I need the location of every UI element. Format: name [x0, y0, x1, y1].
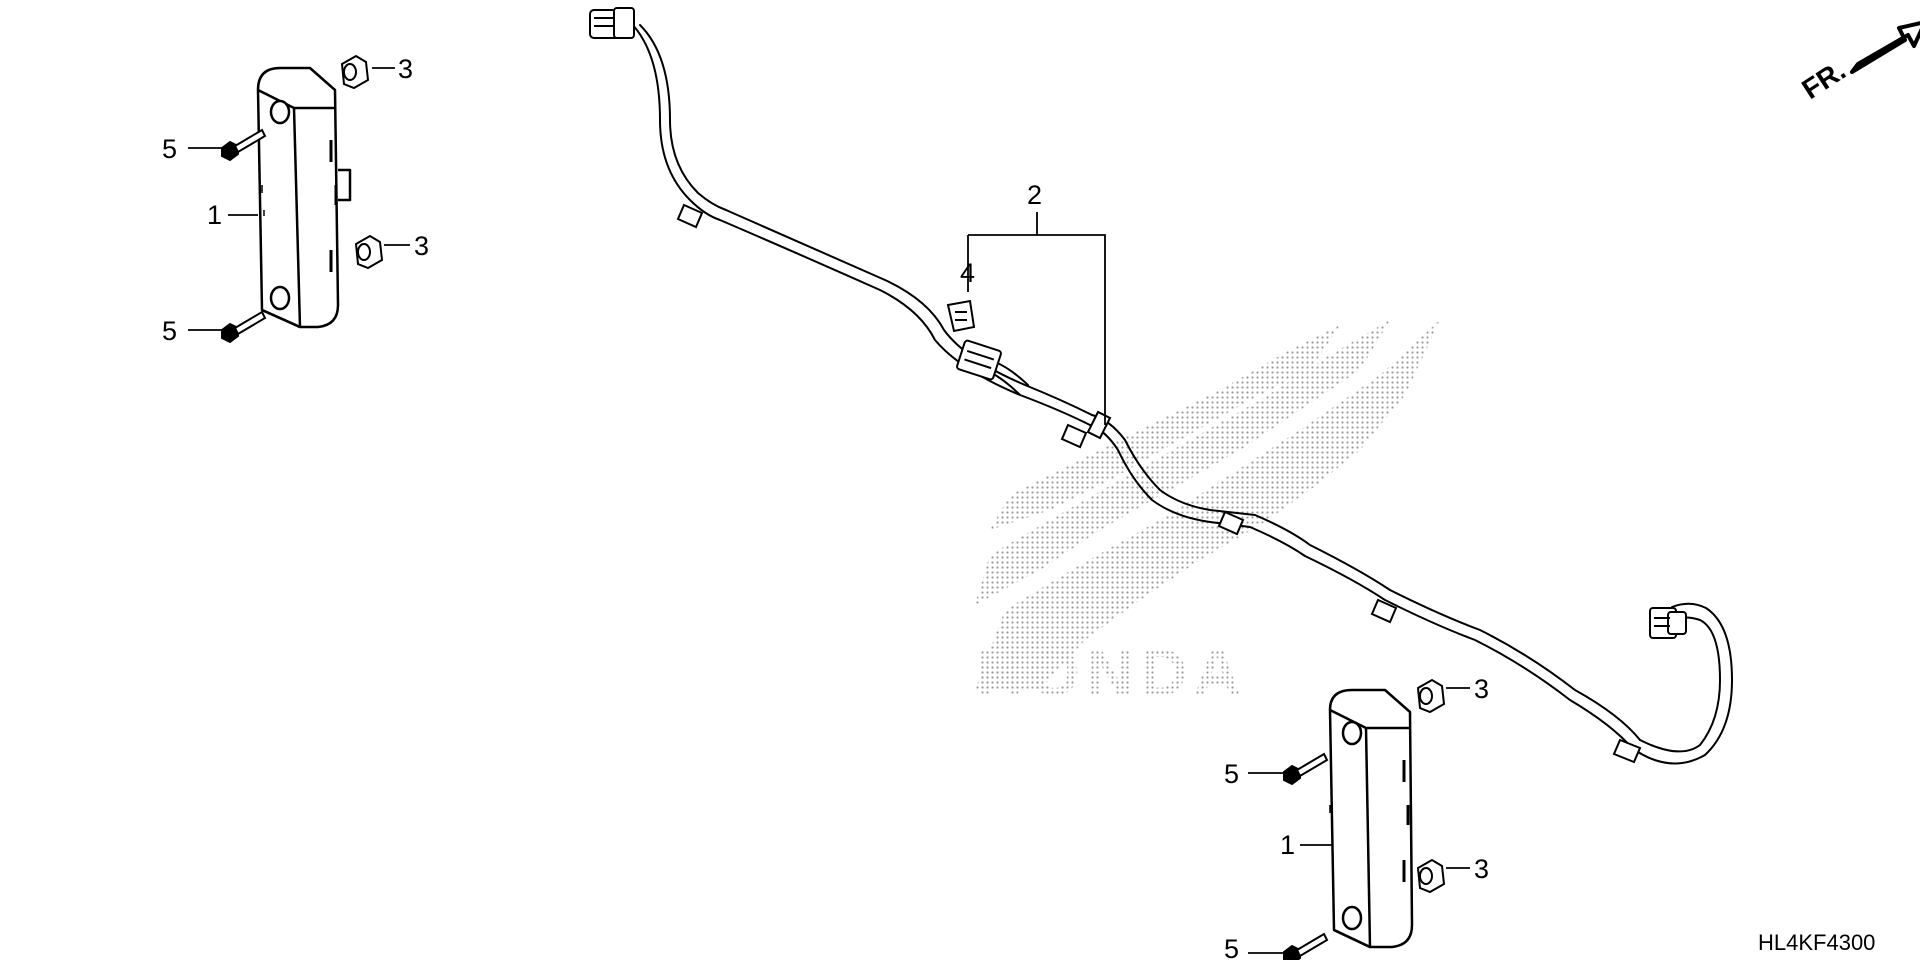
screw-part-5-bottom-left: [221, 310, 267, 344]
screw-part-5-top-left: [221, 128, 267, 162]
callout-5-bottom-left: 5: [162, 316, 177, 346]
figure-code: HL4KF4300: [1758, 930, 1875, 955]
callout-5-mid-right: 5: [1224, 759, 1239, 789]
callout-3-top-left: 3: [398, 54, 413, 84]
callout-5-top-left: 5: [162, 134, 177, 164]
front-direction-arrow-icon: [1850, 21, 1920, 74]
wire-clip-part-4: [946, 299, 976, 333]
callout-3-mid-left: 3: [414, 231, 429, 261]
clip-nut-part-3-top-left: [340, 54, 370, 90]
callout-5-bottom-right: 5: [1224, 934, 1239, 960]
clip-nut-part-3-top-right: [1416, 678, 1446, 714]
clip-nut-part-3-mid-left: [354, 234, 384, 270]
screw-part-5-bottom-right: [1283, 932, 1329, 960]
wire-harness: [627, 19, 1733, 765]
front-direction-label: FR.: [1796, 54, 1851, 105]
callout-3-bottom-right: 3: [1474, 854, 1489, 884]
callout-4: 4: [960, 258, 975, 288]
callout-1-left: 1: [207, 200, 222, 230]
harness-connector-top-left: [589, 7, 635, 39]
callout-2: 2: [1027, 180, 1042, 210]
side-reflector-lamp-left: [256, 66, 352, 329]
callout-1-right: 1: [1280, 830, 1295, 860]
side-reflector-lamp-right: [1328, 688, 1414, 949]
harness-clips: [676, 203, 1642, 764]
harness-connector-right: [1649, 607, 1687, 639]
leader-lines: [188, 67, 1470, 954]
honda-wing-watermark: [975, 320, 1440, 690]
honda-watermark-text: HONDA: [975, 635, 1247, 709]
screw-part-5-mid-right: [1283, 752, 1329, 786]
harness-connector-center: [956, 339, 1002, 381]
clip-nut-part-3-bottom-right: [1416, 858, 1446, 894]
callout-3-top-right: 3: [1474, 674, 1489, 704]
